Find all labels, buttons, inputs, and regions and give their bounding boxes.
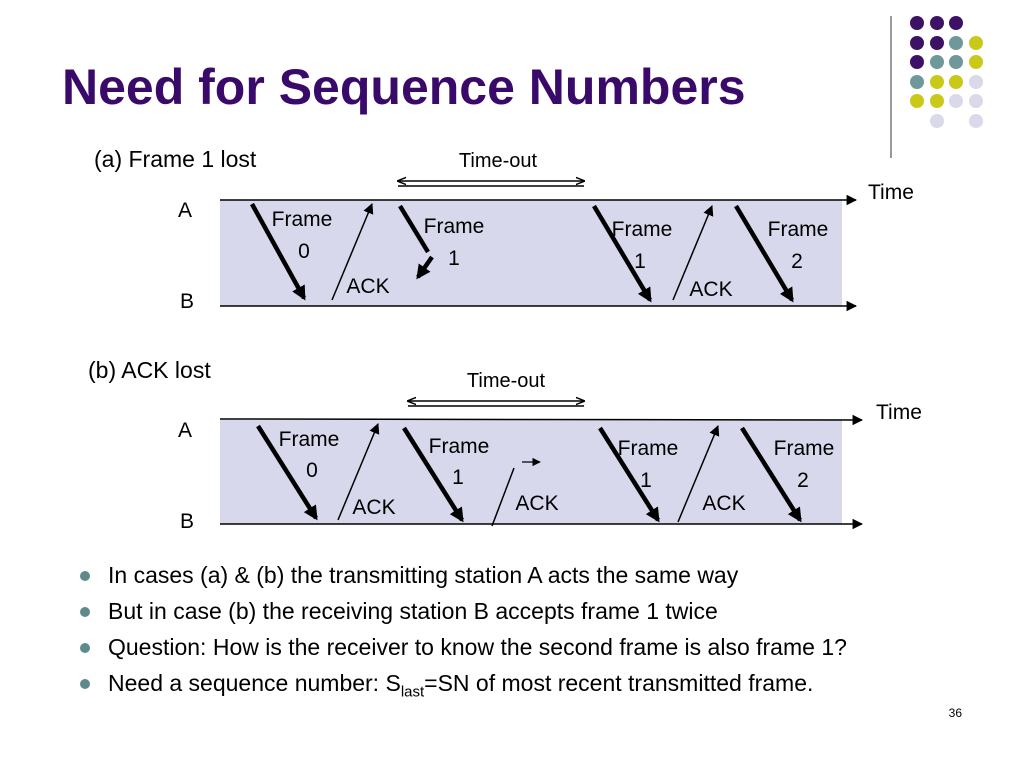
bullet-text-post: =SN of most recent transmitted frame. <box>424 670 814 696</box>
frame-0-number-b: 0 <box>306 459 318 482</box>
ack-1-label-a: ACK <box>689 278 732 301</box>
decorative-dot <box>968 55 983 69</box>
decorative-dot <box>968 74 983 89</box>
frame-2-label-a: Frame <box>768 218 829 241</box>
timeline-b-station-a <box>219 414 864 426</box>
decorative-dot <box>910 16 924 30</box>
decorative-dot <box>910 74 924 89</box>
bullet-item: Need a sequence number: Slast=SN of most… <box>80 666 847 702</box>
bullet-dot-icon <box>80 643 90 653</box>
bullet-dot-icon <box>80 679 90 689</box>
decorative-dot <box>910 94 924 108</box>
timeout-label-b: Time-out <box>467 370 546 392</box>
bullet-text: In cases (a) & (b) the transmitting stat… <box>108 562 739 588</box>
timeout-label-a: Time-out <box>459 150 538 172</box>
decorative-dot <box>929 55 944 69</box>
ack-2-arrow-b <box>677 425 720 523</box>
frame-0-arrow-b <box>256 424 318 521</box>
frame-2-number-b: 2 <box>797 469 809 492</box>
frame-1-retx-label-a: Frame <box>612 218 673 241</box>
station-a-label-a: A <box>178 199 192 222</box>
ack-0-arrow-a <box>331 203 374 301</box>
bullet-item: But in case (b) the receiving station B … <box>80 594 847 630</box>
bullet-dot-icon <box>80 607 90 617</box>
frame-1-retx-arrow-b <box>598 426 660 523</box>
bullet-dot-icon <box>80 571 90 581</box>
bullet-text: Question: How is the receiver to know th… <box>108 634 847 660</box>
frame-1-retx-number-b: 1 <box>640 469 652 492</box>
station-b-label-a: B <box>180 290 194 313</box>
frame-0-number-a: 0 <box>298 240 310 263</box>
decorative-dot <box>949 94 963 108</box>
frame-1-lost-tip-a <box>416 255 434 280</box>
bullet-text-subscript: last <box>400 683 425 701</box>
ack-1-arrow-a <box>672 205 714 301</box>
diagram-b: Time-out Time A B Frame 0 Frame 1 Frame … <box>178 370 922 533</box>
diagram-a: Time-out Time A B Frame 0 Frame 1 Frame … <box>178 150 914 313</box>
frame-1-lost-arrow-a <box>398 204 430 254</box>
timeline-band-b <box>220 420 842 524</box>
section-a-label: (a) Frame 1 lost <box>94 146 257 172</box>
station-a-label-b: A <box>178 419 192 442</box>
decorative-dot <box>929 113 944 128</box>
frame-2-label-b: Frame <box>774 437 835 460</box>
decorative-dot <box>910 35 924 50</box>
bullet-text: But in case (b) the receiving station B … <box>108 598 718 624</box>
ack-2-label-b: ACK <box>702 492 745 515</box>
decorative-dot <box>949 55 963 69</box>
frame-1-retx-arrow-a <box>592 204 652 303</box>
frame-1-label-b: Frame <box>429 435 490 458</box>
ack-1-label-b: ACK <box>515 492 558 515</box>
frame-1-retx-number-a: 1 <box>634 250 646 273</box>
frame-1-label-a: Frame <box>424 215 485 238</box>
section-b-label: (b) ACK lost <box>88 357 211 383</box>
bullet-text-pre: Need a sequence number: S <box>108 670 401 696</box>
frame-2-arrow-b <box>740 426 802 523</box>
frame-2-arrow-a <box>734 204 794 303</box>
frame-1-retx-label-b: Frame <box>618 437 679 460</box>
decorative-dot <box>968 35 983 50</box>
bullet-item: Question: How is the receiver to know th… <box>80 630 847 666</box>
frame-1-arrow-b <box>402 426 464 523</box>
decorative-dot <box>929 74 944 89</box>
page-number: 36 <box>948 706 962 720</box>
frame-1-number-b: 1 <box>452 466 464 489</box>
time-label-b: Time <box>876 401 922 424</box>
ack-0-label-b: ACK <box>352 496 395 519</box>
bullet-list: In cases (a) & (b) the transmitting stat… <box>80 558 847 702</box>
bullet-item: In cases (a) & (b) the transmitting stat… <box>80 558 847 594</box>
station-b-label-b: B <box>180 510 194 533</box>
frame-1-number-a: 1 <box>448 247 460 270</box>
frame-0-label-a: Frame <box>272 208 333 231</box>
ack-0-arrow-b <box>337 423 380 521</box>
decorative-dot <box>910 55 924 69</box>
decorative-dot <box>929 94 944 108</box>
decorative-dot <box>949 16 963 30</box>
frame-0-arrow-a <box>250 202 306 301</box>
decorative-divider <box>890 16 892 158</box>
decorative-dot <box>968 113 983 128</box>
frame-0-label-b: Frame <box>279 428 340 451</box>
time-label-a: Time <box>868 181 914 204</box>
decorative-dot <box>929 16 944 30</box>
decorative-dot <box>929 35 944 50</box>
frame-2-number-a: 2 <box>791 250 803 273</box>
decorative-dot <box>949 35 963 50</box>
ack-0-label-a: ACK <box>346 275 389 298</box>
decorative-dot <box>968 94 983 108</box>
timeline-band-a <box>220 200 842 306</box>
ack-1-lost-arrow-b <box>491 467 515 527</box>
decorative-dot <box>949 74 963 89</box>
slide-title: Need for Sequence Numbers <box>62 59 746 115</box>
